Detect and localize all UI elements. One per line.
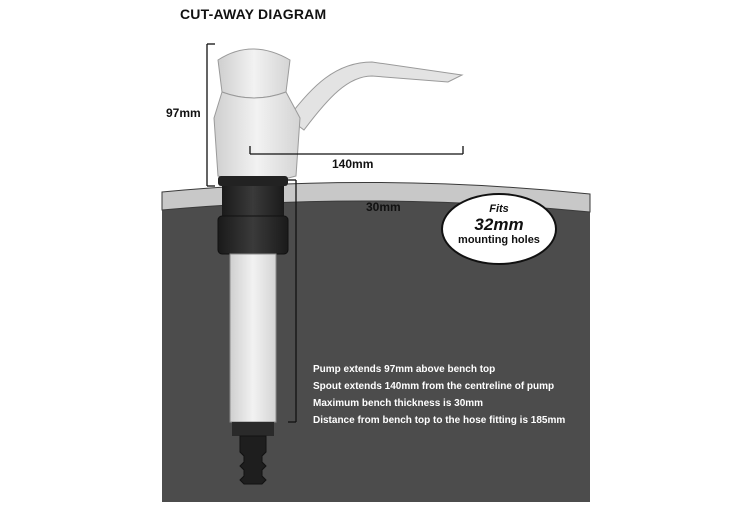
diagram-title: CUT-AWAY DIAGRAM [180,6,327,22]
spec-note: Distance from bench top to the hose fitt… [313,415,566,426]
collar-top [218,176,288,186]
spout-length-label: 140mm [332,157,374,171]
pump-head-body [213,91,301,183]
spec-note: Spout extends 140mm from the centreline … [313,381,555,392]
badge-size-text: 32mm [474,215,524,234]
collar-body [222,186,284,216]
spec-note: Pump extends 97mm above bench top [313,364,496,375]
threaded-nut [217,215,289,255]
badge-fits-text: Fits [489,203,509,215]
height-label: 97mm [166,106,201,120]
spout-dimension [249,146,464,155]
spout [287,61,464,131]
hose-distance-dimension [288,179,297,423]
pump-head-top [217,48,291,99]
bench-thickness-label: 30mm [366,200,401,214]
height-dimension [206,43,215,187]
hose-fitting [239,435,267,485]
pump-cylinder [229,253,277,423]
spec-note: Maximum bench thickness is 30mm [313,398,484,409]
mounting-hole-badge: Fits 32mm mounting holes [441,193,557,265]
cylinder-base [232,422,274,436]
spec-notes: Pump extends 97mm above bench top Spout … [313,361,565,429]
badge-holes-text: mounting holes [458,234,540,246]
